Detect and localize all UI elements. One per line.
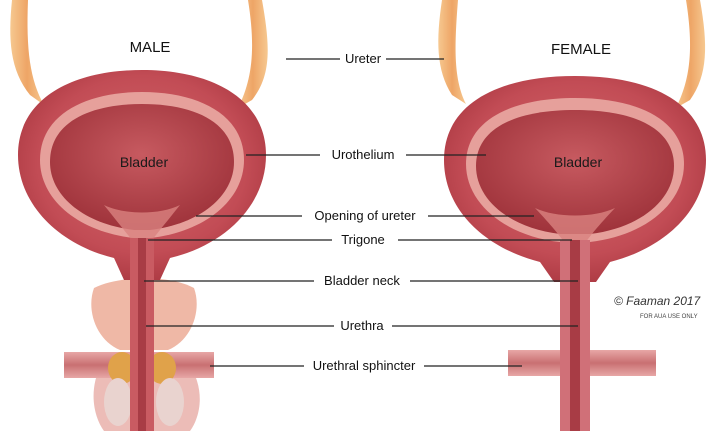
female-right-ureter (676, 0, 705, 108)
male-title: MALE (130, 39, 171, 56)
male-right-bulb (156, 378, 184, 426)
ureter-label: Ureter (345, 51, 382, 66)
female-urethra-inner (570, 240, 580, 431)
male-urethra-inner (138, 238, 146, 431)
opening-of-ureter-label: Opening of ureter (314, 208, 416, 223)
female-left-ureter (438, 0, 466, 104)
male-left-ureter (10, 0, 44, 105)
male-bladder-label: Bladder (120, 154, 169, 170)
urethra-label: Urethra (340, 318, 384, 333)
urethral-sphincter-label: Urethral sphincter (313, 358, 416, 373)
trigone-label: Trigone (341, 232, 385, 247)
signature-note: FOR AUA USE ONLY (640, 314, 698, 320)
signature-text: © Faaman 2017 (614, 294, 702, 308)
male-right-ureter (238, 0, 268, 108)
female-bladder-label: Bladder (554, 154, 603, 170)
bladder-neck-label: Bladder neck (324, 273, 400, 288)
female-title: FEMALE (551, 41, 611, 58)
artist-signature: © Faaman 2017 FOR AUA USE ONLY (614, 294, 702, 320)
urothelium-label: Urothelium (332, 147, 395, 162)
male-left-bulb (104, 378, 132, 426)
